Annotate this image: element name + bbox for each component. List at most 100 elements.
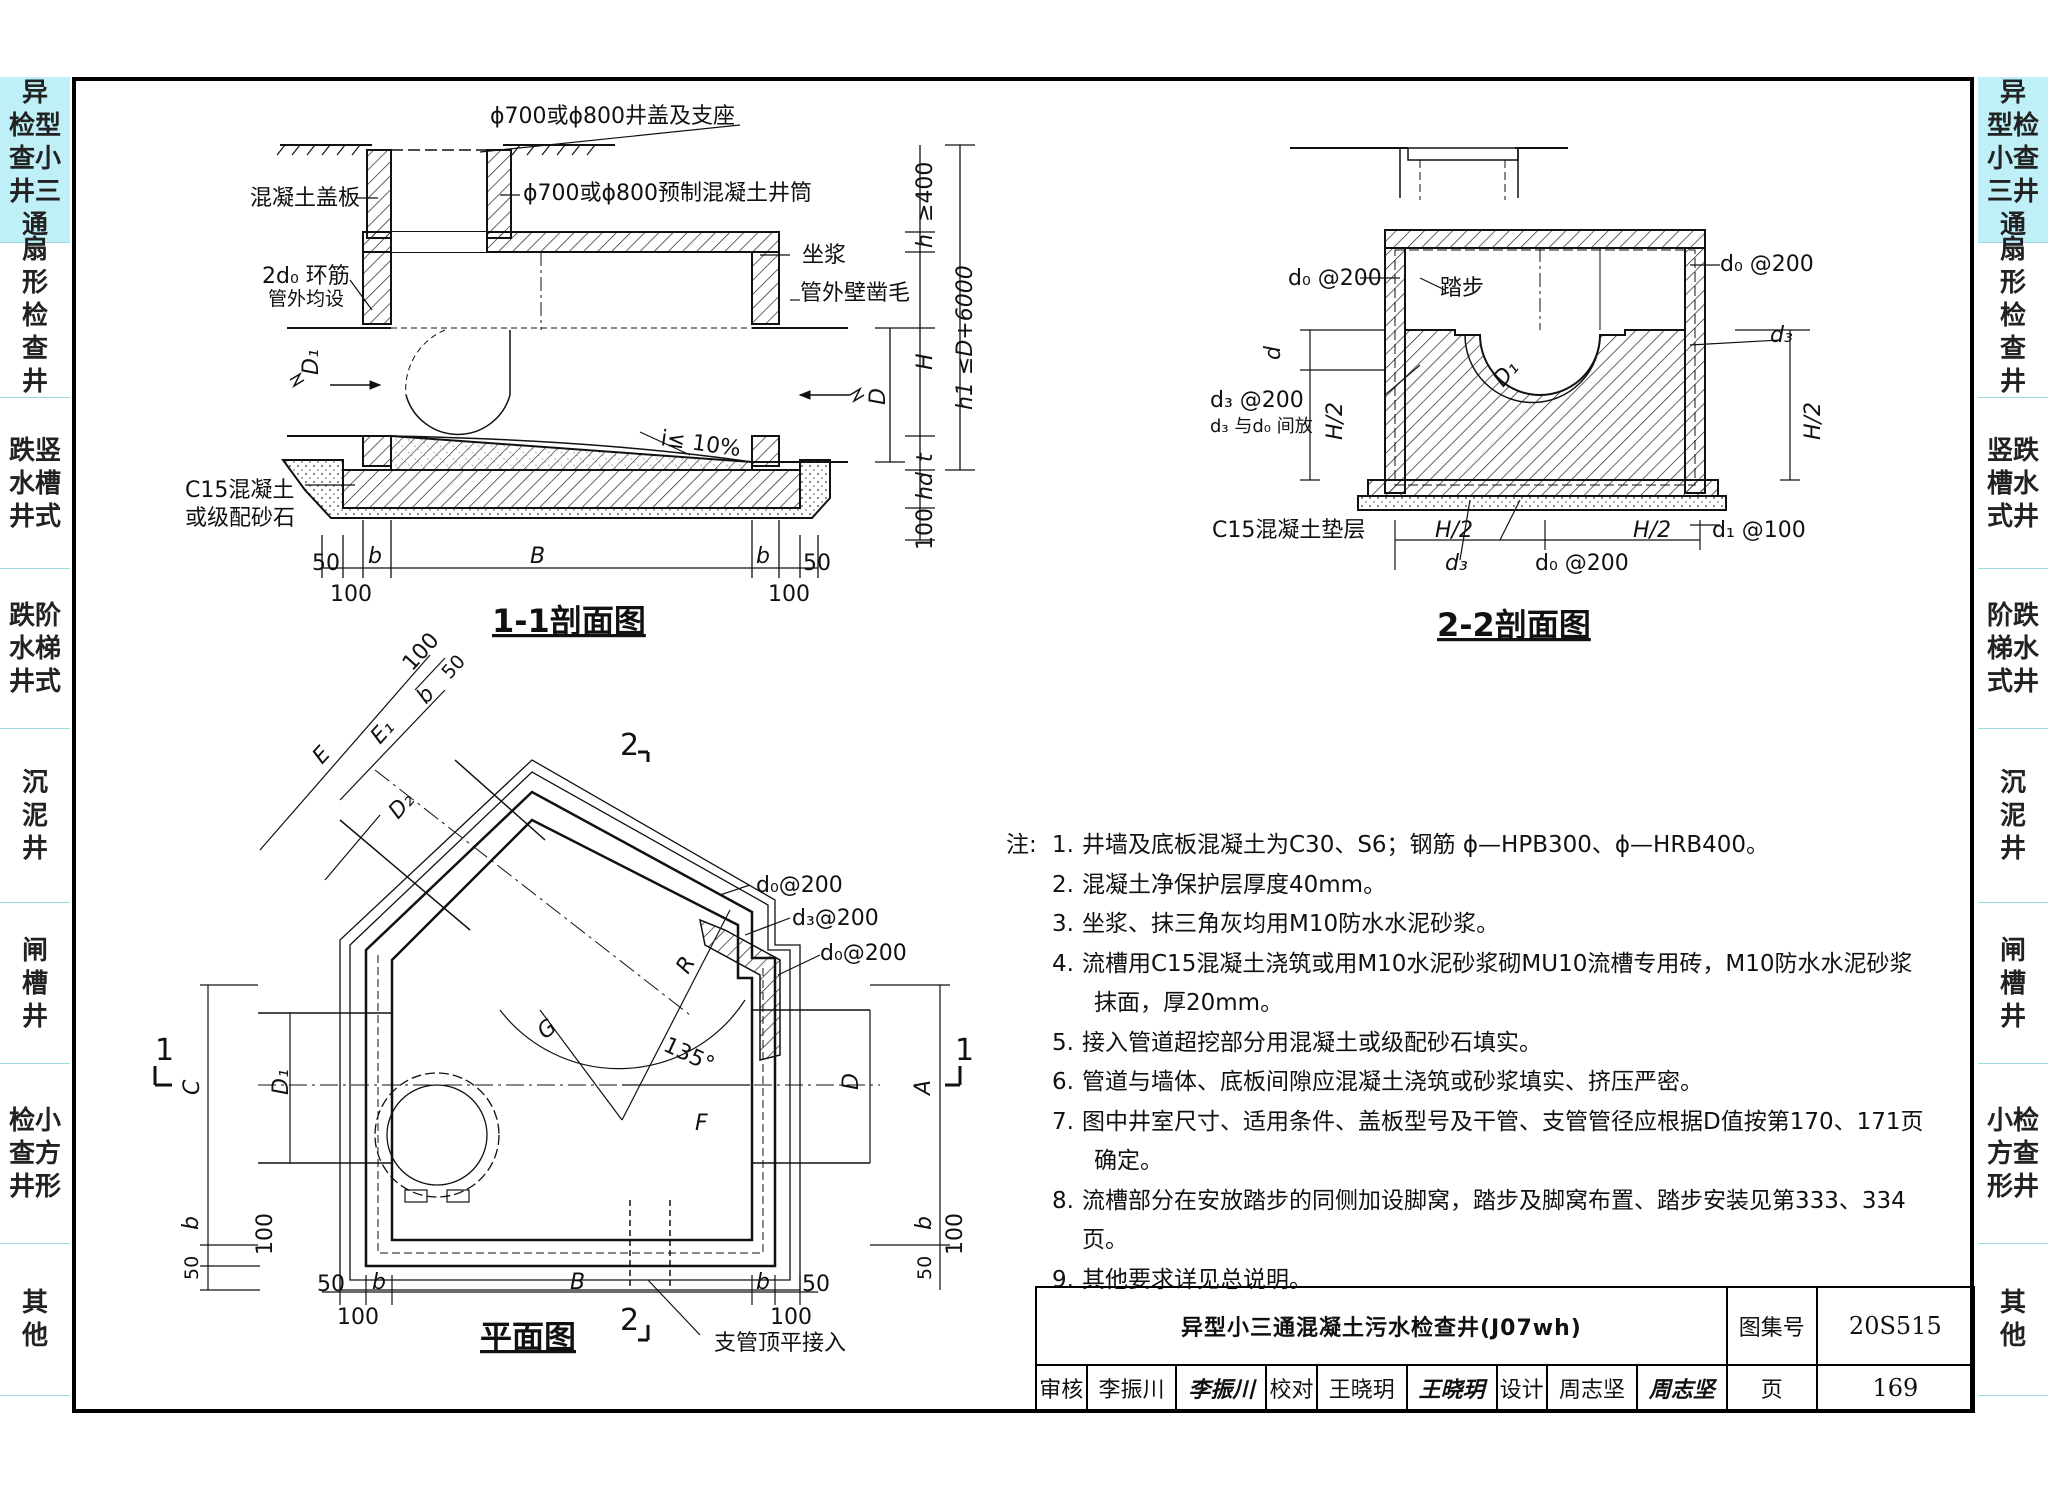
- label-B-plan: B: [570, 1270, 585, 1295]
- note-item: 6.管道与墙体、底板间隙应混凝土浇筑或砂浆填实、挤压严密。: [1010, 1063, 1930, 1103]
- tab-left-item-label: 沉 泥 井: [21, 767, 48, 864]
- label-d0-200-right: d₀ @200: [1720, 252, 1814, 277]
- label-100-left: 100: [330, 582, 372, 607]
- tab-right-item-0[interactable]: 异 型检 小查 三井 通: [1978, 77, 2048, 243]
- tab-left-item-label: 检小 查方 井形: [8, 1105, 61, 1202]
- note-item: 7.图中井室尺寸、适用条件、盖板型号及干管、支管管径应根据D值按第170、171…: [1010, 1103, 1930, 1143]
- label-100-plan-left: 100: [337, 1305, 379, 1330]
- label-ring-bar: 2d₀ 环筋: [262, 264, 350, 289]
- label-50-right: 50: [803, 551, 831, 576]
- note-text: 坐浆、抹三角灰均用M10防水水泥砂浆。: [1082, 911, 1500, 937]
- label-d1-100: d₁ @100: [1712, 518, 1806, 543]
- notes-prefix: 注:: [1006, 832, 1037, 858]
- drawing-title: 异型小三通混凝土污水检查井(J07wh): [1035, 1286, 1728, 1366]
- tab-left-item-7[interactable]: 其 他: [0, 1245, 70, 1396]
- label-50-diag: 50: [437, 651, 470, 684]
- tab-left-item-4[interactable]: 沉 泥 井: [0, 730, 70, 903]
- label-chisel: 管外壁凿毛: [800, 281, 910, 306]
- tab-left-item-2[interactable]: 跌竖 水槽 井式: [0, 400, 70, 569]
- label-d: d: [1261, 345, 1286, 360]
- check-label: 校对: [1265, 1363, 1318, 1413]
- label-b-plan-right: b: [756, 1270, 770, 1295]
- tab-right-item-6[interactable]: 小检 方查 形井: [1978, 1065, 2048, 1244]
- section-2-2: [1290, 147, 1810, 570]
- label-50-plan-vert: 50: [181, 1256, 203, 1280]
- tab-right-item-3[interactable]: 阶跌 梯水 式井: [1978, 570, 2048, 729]
- tab-right-item-label: 异 型检 小查 三井 通: [1986, 78, 2039, 240]
- page-number: 169: [1815, 1363, 1976, 1413]
- reviewer-name: 李振川: [1085, 1363, 1178, 1413]
- note-number: 3.: [1052, 911, 1074, 937]
- label-D: D: [866, 388, 891, 405]
- note-number: 2.: [1052, 871, 1074, 898]
- tab-right-item-4[interactable]: 沉 泥 井: [1978, 730, 2048, 903]
- label-D1: D₁: [299, 349, 324, 375]
- tab-right-item-label: 沉 泥 井: [1999, 767, 2026, 864]
- cut-2-bottom: 2: [620, 1303, 639, 1338]
- tab-right-item-label: 闸 槽 井: [1999, 935, 2026, 1032]
- label-D1-plan: D₁: [269, 1069, 294, 1095]
- note-number: 8.: [1052, 1187, 1074, 1214]
- label-b-plan-vert: b: [179, 1216, 204, 1230]
- label-d0-200-plan: d₀@200: [756, 873, 843, 898]
- designer-name: 周志坚: [1546, 1363, 1638, 1413]
- plan-view: [153, 654, 962, 1342]
- label-100-plan-right: 100: [770, 1305, 812, 1330]
- label-shaft: ϕ700或ϕ800预制混凝土井筒: [523, 181, 812, 206]
- label-D-plan: D: [839, 1073, 864, 1090]
- note-item: 抹面，厚20mm。: [1010, 984, 1930, 1024]
- note-item: 2.混凝土净保护层厚度40mm。: [1010, 866, 1930, 906]
- tab-left-item-6[interactable]: 检小 查方 井形: [0, 1065, 70, 1244]
- label-b-plan-left: b: [372, 1270, 386, 1295]
- tab-right-item-label: 扇 形 检 查 井: [1999, 234, 2026, 397]
- label-A: A: [911, 1080, 936, 1097]
- tab-left-item-3[interactable]: 跌阶 水梯 井式: [0, 570, 70, 729]
- label-F: F: [695, 1111, 708, 1136]
- title-section-2-2: 2-2剖面图: [1437, 606, 1591, 644]
- tab-right-item-1[interactable]: 扇 形 检 查 井: [1978, 235, 2048, 398]
- design-label: 设计: [1495, 1363, 1549, 1413]
- note-item: 4.流槽用C15混凝土浇筑或用M10水泥砂浆砌MU10流槽专用砖，M10防水水泥…: [1010, 945, 1930, 985]
- label-branch: 支管顶平接入: [714, 1331, 846, 1356]
- cut-1-right: 1: [955, 1033, 974, 1068]
- label-100-plan-vert: 100: [253, 1213, 278, 1255]
- note-number: 6.: [1052, 1069, 1074, 1095]
- label-hd: hd: [913, 471, 938, 500]
- label-step: 踏步: [1440, 276, 1484, 301]
- label-b-diag: b: [412, 682, 440, 709]
- tab-right-item-label: 竖跌 槽水 式井: [1986, 435, 2039, 532]
- label-d3-200-plan: d₃@200: [792, 906, 879, 931]
- tab-right-item-5[interactable]: 闸 槽 井: [1978, 905, 2048, 1064]
- tab-right-item-label: 阶跌 梯水 式井: [1986, 600, 2039, 697]
- label-b-plan-vert-right: b: [912, 1216, 937, 1230]
- label-h: h: [913, 234, 938, 248]
- cut-2-top: 2: [620, 728, 639, 763]
- label-H: H: [913, 353, 938, 370]
- label-d3-right: d₃: [1770, 323, 1793, 348]
- atlas-label: 图集号: [1725, 1286, 1818, 1366]
- drawing-frame: [72, 77, 1974, 1413]
- tab-left-item-1[interactable]: 扇 形 检 查 井: [0, 235, 70, 398]
- tab-right-item-7[interactable]: 其 他: [1978, 1245, 2048, 1396]
- note-text: 流槽用C15混凝土浇筑或用M10水泥砂浆砌MU10流槽专用砖，M10防水水泥砂浆: [1082, 950, 1913, 977]
- label-d3-bottom: d₃: [1445, 551, 1468, 576]
- note-item: 确定。: [1010, 1142, 1930, 1182]
- label-50-left: 50: [312, 551, 340, 576]
- note-text: 流槽部分在安放踏步的同侧加设脚窝，踏步及脚窝布置、踏步安装见第333、334页。: [1082, 1187, 1906, 1254]
- designer-signature: 周志坚: [1635, 1363, 1728, 1413]
- note-text: 井墙及底板混凝土为C30、S6；钢筋 ϕ—HPB300、ϕ—HRB400。: [1082, 832, 1770, 858]
- tab-right-item-label: 小检 方查 形井: [1986, 1105, 2039, 1202]
- label-cover-slab: 混凝土盖板: [250, 186, 360, 211]
- label-d3-200: d₃ @200: [1210, 388, 1304, 413]
- note-text: 图中井室尺寸、适用条件、盖板型号及干管、支管管径应根据D值按第170、171页: [1082, 1108, 1924, 1135]
- label-b-right: b: [756, 544, 770, 569]
- tab-right-item-label: 其 他: [1999, 1288, 2026, 1351]
- label-d0-200-left: d₀ @200: [1288, 266, 1382, 291]
- tab-right-item-2[interactable]: 竖跌 槽水 式井: [1978, 400, 2048, 569]
- tab-left-item-label: 扇 形 检 查 井: [21, 234, 48, 397]
- tab-left-item-5[interactable]: 闸 槽 井: [0, 905, 70, 1064]
- title-section-1-1: 1-1剖面图: [492, 602, 646, 640]
- note-text: 确定。: [1094, 1148, 1163, 1174]
- tab-left-item-0[interactable]: 异 检型 查小 井三 通: [0, 77, 70, 243]
